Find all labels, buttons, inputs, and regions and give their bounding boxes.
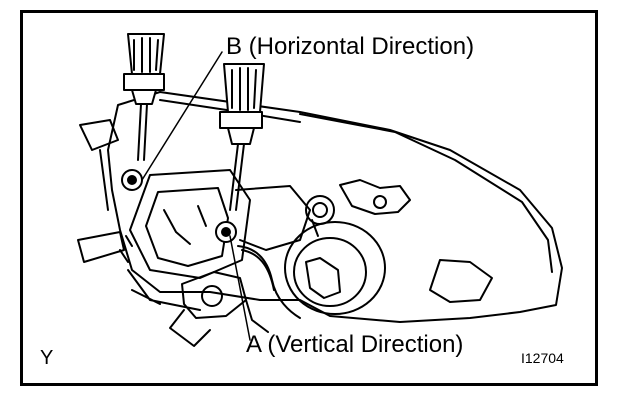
wire-harness: [237, 245, 301, 319]
leader-line-b: [141, 51, 223, 181]
bulb-socket: [169, 185, 335, 347]
right-reflector: [284, 219, 386, 315]
corner-mark: Y: [40, 347, 54, 369]
figure-code: I12704: [521, 350, 564, 366]
screwdriver-b-icon: [123, 33, 165, 161]
adjusting-screw-b-icon: [121, 169, 143, 191]
label-horizontal-direction: B (Horizontal Direction): [226, 33, 475, 60]
screwdriver-a-icon: [219, 63, 265, 211]
headlamp-housing: [77, 91, 563, 323]
leader-line-a: [229, 235, 251, 341]
label-vertical-direction: A (Vertical Direction): [246, 331, 464, 358]
diagram-frame: [20, 10, 598, 386]
adjusting-screw-a-icon: [215, 221, 237, 243]
